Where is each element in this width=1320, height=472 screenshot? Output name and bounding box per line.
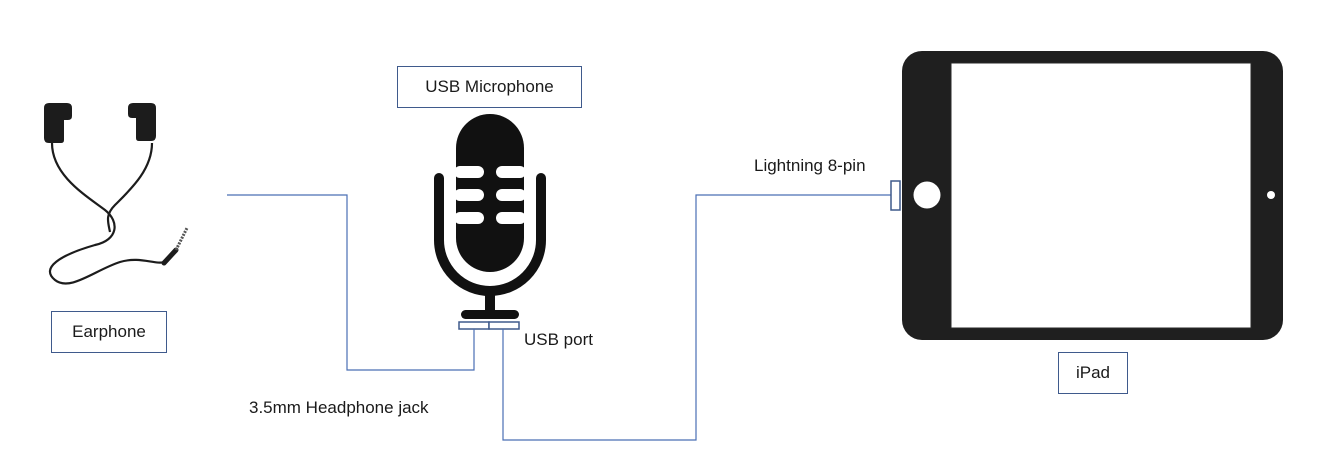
home-button-icon [913,181,941,209]
microphone-icon [434,114,546,319]
tablet-icon [902,51,1283,340]
headphone-jack-label: 3.5mm Headphone jack [249,398,429,417]
ipad-label: iPad [1058,352,1128,394]
lightning-port [890,180,901,211]
usb-port-label: USB port [524,330,593,349]
lightning-port-label: Lightning 8-pin [754,156,866,175]
wire-earphone-to-mic [227,194,475,371]
earphone-label: Earphone [51,311,167,353]
mic-port-connector [458,321,520,330]
wire-mic-to-ipad [502,194,891,441]
earphones-icon [44,103,189,285]
camera-icon [1267,191,1275,199]
usb-microphone-label: USB Microphone [397,66,582,108]
